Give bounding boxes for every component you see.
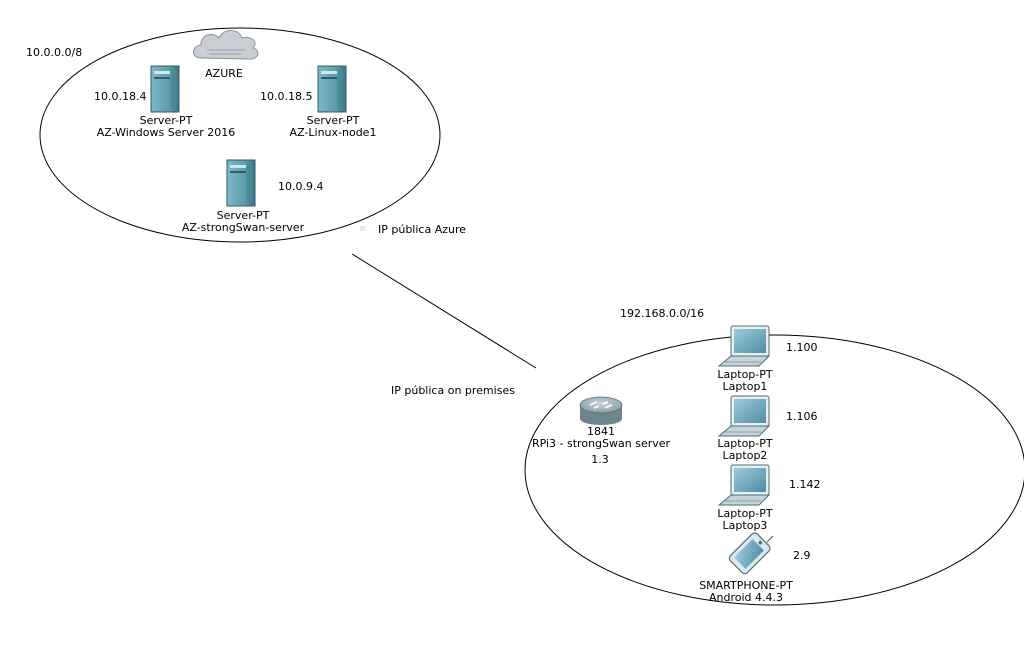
laptop-name-label: Laptop2: [722, 449, 768, 462]
server-name-label: AZ-strongSwan-server: [181, 221, 305, 234]
server-icon[interactable]: [226, 159, 256, 207]
server-type-label: Server-PT: [216, 209, 270, 222]
laptop-icon[interactable]: [717, 325, 771, 367]
azure-public-ip-label: IP pública Azure: [378, 223, 467, 236]
server-type-label: Server-PT: [306, 114, 360, 127]
smartphone-type-label: SMARTPHONE-PT: [699, 579, 793, 592]
smartphone-icon[interactable]: [728, 531, 774, 575]
onprem-public-ip-label: IP pública on premises: [391, 384, 515, 397]
server-ip-label: 10.0.9.4: [278, 180, 324, 193]
laptop-ip-label: 1.142: [789, 478, 821, 491]
laptop-name-label: Laptop1: [722, 380, 768, 393]
laptop-ip-label: 1.106: [786, 410, 818, 423]
cloud-icon[interactable]: [193, 30, 259, 60]
vpn-link-line[interactable]: [351, 253, 537, 369]
server-type-label: Server-PT: [139, 114, 193, 127]
onprem-subnet-label: 192.168.0.0/16: [620, 307, 705, 320]
router-icon[interactable]: [579, 396, 623, 425]
laptop-name-label: Laptop3: [722, 519, 768, 532]
server-ip-label: 10.0.18.5: [260, 90, 313, 103]
router-name-label: RPi3 - strongSwan server: [531, 437, 671, 450]
laptop-type-label: Laptop-PT: [717, 368, 773, 381]
server-name-label: AZ-Windows Server 2016: [96, 126, 236, 139]
laptop-ip-label: 1.100: [786, 341, 818, 354]
laptop-icon[interactable]: [717, 395, 771, 437]
laptop-type-label: Laptop-PT: [717, 507, 773, 520]
server-name-label: AZ-Linux-node1: [289, 126, 377, 139]
server-icon[interactable]: [150, 65, 180, 113]
azure-network-boundary[interactable]: [39, 27, 441, 243]
server-ip-label: 10.0.18.4: [94, 90, 147, 103]
smartphone-name-label: Android 4.4.3: [708, 591, 784, 604]
router-ip-label: 1.3: [591, 453, 609, 466]
azure-subnet-label: 10.0.0.0/8: [26, 46, 83, 59]
laptop-type-label: Laptop-PT: [717, 437, 773, 450]
link-endpoint-marker: [360, 226, 365, 231]
server-icon[interactable]: [317, 65, 347, 113]
router-model-label: 1841: [587, 425, 615, 438]
cloud-name-label: AZURE: [205, 67, 243, 80]
laptop-icon[interactable]: [717, 464, 771, 506]
onprem-network-boundary[interactable]: [524, 334, 1024, 606]
smartphone-ip-label: 2.9: [793, 549, 811, 562]
